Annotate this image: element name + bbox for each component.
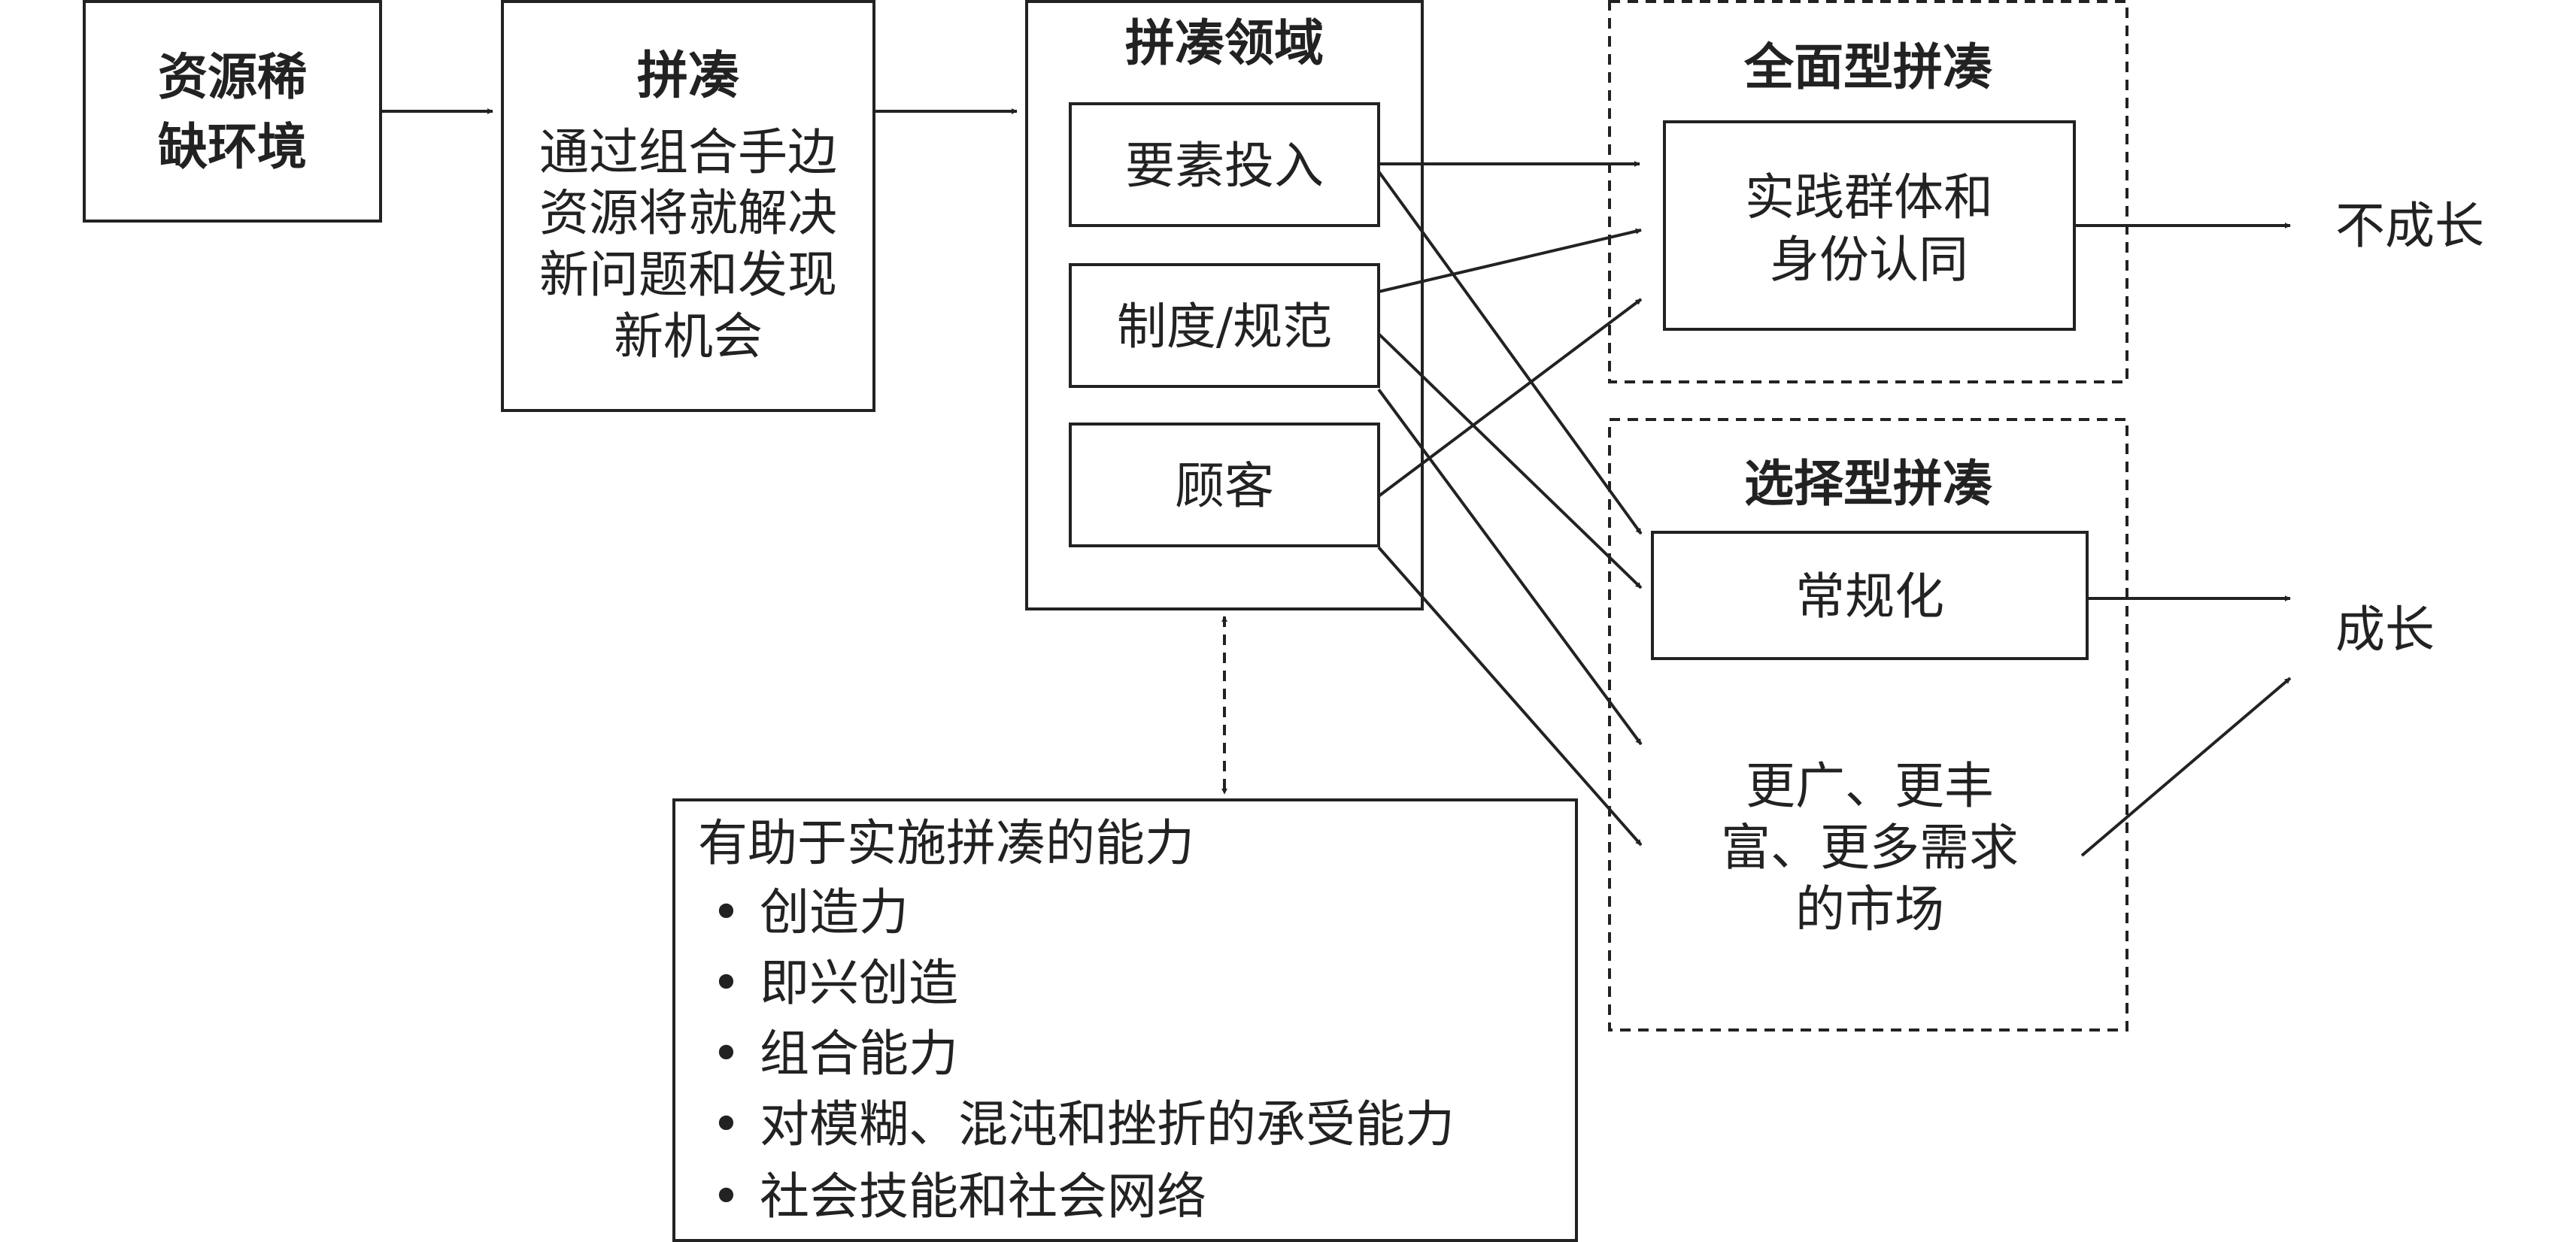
- routine-label: 常规化: [1795, 568, 1944, 626]
- outcome-no-growth: 不成长: [2335, 197, 2484, 255]
- market-line-2: 富、更多需求: [1721, 819, 2019, 877]
- capability-item-3: 组合能力: [760, 1025, 958, 1083]
- arrow-norms-to-routine: [1377, 332, 1643, 589]
- capability-item-1: 创造力: [760, 883, 909, 941]
- outcome-growth: 成长: [2335, 601, 2435, 659]
- domain-item-box-inputs: [1069, 102, 1380, 227]
- capability-bullet: •: [712, 1095, 741, 1153]
- arrow-inputs-to-routine: [1377, 170, 1643, 535]
- arrow-norms-to-market: [1377, 388, 1643, 746]
- selective-bricolage-group: 选择型拼凑 常规化 更广、更丰 富、更多需求 的市场: [1608, 418, 2128, 1031]
- market-line-3: 的市场: [1795, 880, 1944, 938]
- bricolage-line-4: 新机会: [614, 307, 763, 365]
- env-line-1: 资源稀: [158, 47, 307, 106]
- bricolage-box: 拼凑 通过组合手边 资源将就解决 新问题和发现 新机会: [501, 0, 875, 412]
- env-box: 资源稀 缺环境: [83, 0, 382, 223]
- capability-item-2: 即兴创造: [760, 954, 958, 1012]
- domain-item-box-norms: [1069, 263, 1380, 388]
- selective-title: 选择型拼凑: [1744, 454, 1993, 513]
- full-bricolage-group: 全面型拼凑 实践群体和 身份认同: [1608, 0, 2128, 383]
- domain-box: 拼凑领域 要素投入 制度/规范 顾客: [1025, 0, 1424, 610]
- capability-bullet: •: [712, 954, 741, 1012]
- full-box-line-1: 实践群体和: [1745, 168, 1993, 226]
- arrow-customers-to-market: [1377, 546, 1643, 847]
- bricolage-title: 拼凑: [637, 46, 740, 106]
- bricolage-line-3: 新问题和发现: [539, 246, 837, 304]
- arrow-customers-to-full: [1377, 298, 1643, 498]
- bricolage-line-2: 资源将就解决: [539, 184, 837, 242]
- routine-box: [1651, 531, 2089, 660]
- full-title: 全面型拼凑: [1743, 38, 1993, 96]
- env-line-2: 缺环境: [158, 117, 307, 176]
- capability-item-4: 对模糊、混沌和挫折的承受能力: [760, 1095, 1455, 1153]
- domain-item-norms: 制度/规范: [1117, 298, 1332, 356]
- domain-item-box-customers: [1069, 423, 1380, 547]
- capability-bullet: •: [712, 883, 741, 941]
- capability-item-5: 社会技能和社会网络: [760, 1168, 1206, 1225]
- arrow-market-to-growth: [2080, 677, 2292, 857]
- capability-bullet: •: [712, 1168, 741, 1225]
- domain-item-customers: 顾客: [1175, 457, 1274, 515]
- arrow-norms-to-full: [1378, 228, 1642, 293]
- capabilities-box: 有助于实施拼凑的能力 • 创造力 • 即兴创造 • 组合能力 • 对模糊、混沌和…: [672, 798, 1578, 1242]
- capabilities-title: 有助于实施拼凑的能力: [698, 814, 1194, 872]
- bricolage-line-1: 通过组合手边: [539, 123, 837, 181]
- arrows: [381, 108, 2292, 857]
- domain-title: 拼凑领域: [1125, 14, 1324, 72]
- market-line-1: 更广、更丰: [1746, 757, 1994, 815]
- full-box-line-2: 身份认同: [1770, 231, 1968, 289]
- capability-bullet: •: [712, 1025, 741, 1083]
- domain-item-inputs: 要素投入: [1125, 137, 1324, 195]
